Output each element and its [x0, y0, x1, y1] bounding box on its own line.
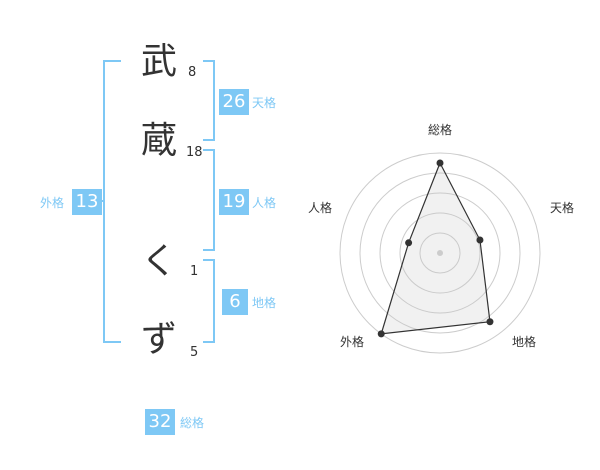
name-char-1: 武: [141, 41, 178, 82]
chikaku-bracket: [203, 259, 215, 343]
name-char-2: 蔵: [141, 120, 178, 161]
name-char-3: く: [141, 241, 178, 282]
tenkaku-value: 26: [219, 89, 249, 115]
axis-label-gaikaku: 外格: [340, 334, 364, 349]
radar-ring-2: [399, 212, 481, 294]
gaikaku-label: 外格: [40, 196, 65, 210]
radar-ring-4: [359, 172, 521, 334]
radar-point-2: [476, 236, 484, 244]
axis-label-chikaku: 地格: [512, 334, 536, 349]
axis-label-soukaku: 総格: [428, 122, 452, 137]
radar-polygon: [380, 161, 491, 335]
jinkaku-value: 19: [219, 189, 249, 215]
soukaku-value: 32: [145, 409, 175, 435]
jinkaku-bracket: [203, 149, 215, 251]
gaikaku-value: 13: [72, 189, 102, 215]
radar-ring-5: [339, 152, 541, 354]
radar-ring-3: [379, 192, 501, 314]
stroke-count-2: 18: [186, 145, 203, 160]
radar-point-3: [486, 318, 494, 326]
chikaku-value: 6: [222, 289, 248, 315]
radar-ring-1: [419, 232, 461, 274]
soukaku-label: 総格: [180, 416, 205, 430]
radar-point-4: [377, 330, 385, 338]
tenkaku-bracket: [203, 60, 215, 141]
stroke-count-1: 8: [188, 65, 197, 80]
gaikaku-bracket: [103, 60, 121, 343]
stroke-count-3: 1: [190, 264, 199, 279]
radar-point-5: [405, 239, 413, 247]
stroke-count-4: 5: [190, 345, 199, 360]
chikaku-label: 地格: [252, 296, 277, 310]
axis-label-jinkaku: 人格: [308, 200, 332, 215]
tenkaku-label: 天格: [252, 96, 277, 110]
radar-point-1: [436, 159, 444, 167]
radar-rings: [339, 152, 541, 354]
axis-label-tenkaku: 天格: [550, 200, 574, 215]
jinkaku-label: 人格: [252, 196, 277, 210]
name-char-4: ず: [141, 319, 178, 360]
radar-chart: 総格 天格 地格 外格 人格: [308, 122, 574, 354]
radar-center-dot: [437, 250, 443, 256]
